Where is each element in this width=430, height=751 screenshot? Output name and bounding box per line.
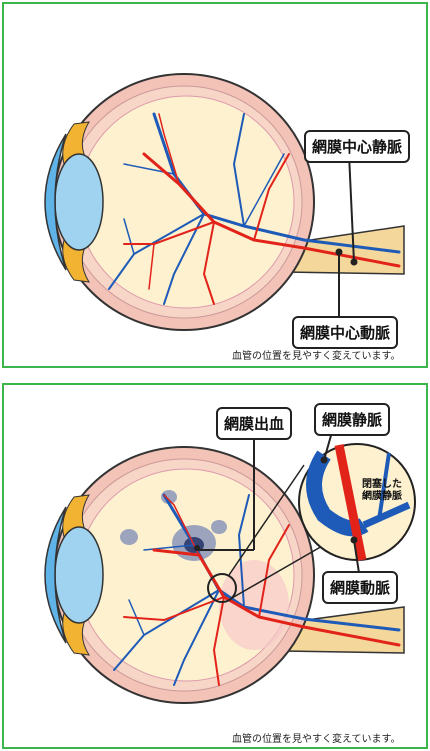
magnified-bubble xyxy=(298,443,416,561)
label-retinal-hemorrhage: 網膜出血 xyxy=(216,407,293,440)
eye-diagram-bottom xyxy=(44,424,416,704)
eye-diagram-top xyxy=(44,73,405,331)
label-central-retinal-vein: 網膜中心静脈 xyxy=(304,130,411,163)
cornea xyxy=(44,133,67,271)
label-occluded-vein: 閉塞した 網膜静脈 xyxy=(362,479,402,503)
label-retinal-artery: 網膜動脈 xyxy=(322,571,399,604)
arteries-bottom xyxy=(123,494,401,686)
panel-central-vessels: 網膜中心静脈 網膜中心動脈 血管の位置を見やすく変えています。 xyxy=(2,2,428,368)
retina xyxy=(77,95,295,309)
panel-occlusion: 網膜出血 網膜静脈 閉塞した 網膜静脈 網膜動脈 血管の位置を見やすく変えていま… xyxy=(2,383,428,749)
cornea xyxy=(44,506,67,644)
label-central-retinal-artery: 網膜中心動脈 xyxy=(292,316,399,349)
veins-top xyxy=(108,112,401,305)
arteries-top xyxy=(123,113,401,305)
lens xyxy=(54,526,104,624)
label-occluded-vein-line1: 閉塞した xyxy=(362,479,402,490)
label-occluded-vein-line2: 網膜静脈 xyxy=(362,491,402,502)
ciliary-body-upper xyxy=(62,121,90,165)
ciliary-body-lower xyxy=(62,239,90,283)
label-retinal-vein: 網膜静脈 xyxy=(314,403,391,436)
lens xyxy=(54,153,104,251)
occlusion-marker xyxy=(207,573,237,603)
note-bottom: 血管の位置を見やすく変えています。 xyxy=(232,734,401,745)
note-top: 血管の位置を見やすく変えています。 xyxy=(232,351,401,362)
